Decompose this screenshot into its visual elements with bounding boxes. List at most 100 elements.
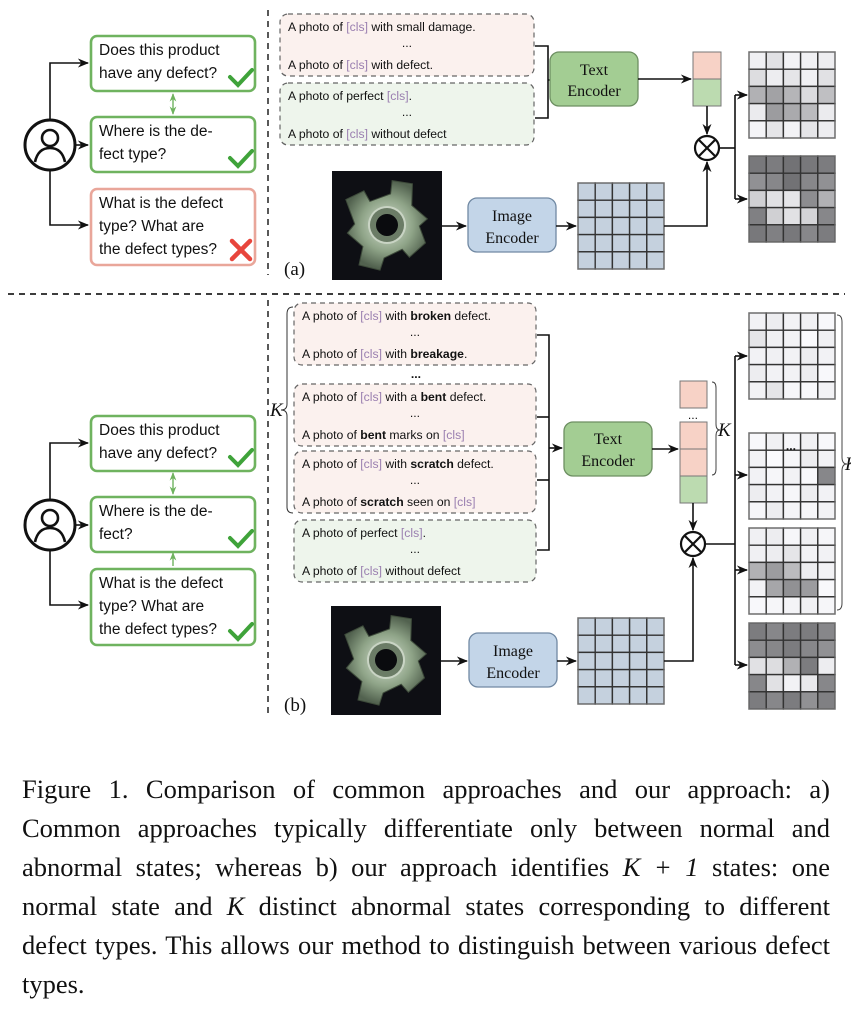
prompt-text: A photo of [cls] without defect [288,127,447,141]
grid-cell [817,329,836,349]
grid-cell [782,172,802,192]
map-ellipsis: ... [786,439,796,453]
check-icon [228,68,254,88]
grid-cell [577,182,596,201]
image-encoder-label-line1: Image [492,208,532,225]
grid-cell [799,85,819,105]
prompt-text: A photo of [cls] with broken defect. [302,309,491,323]
grid-cell [765,527,785,546]
image-encoder-b: Image Encoder [468,632,558,688]
question-box: Where is the de-fect? [89,495,257,554]
grid-cell [748,622,767,641]
text-encoder-b: Text Encoder [563,421,653,477]
grid-cell [799,656,819,676]
grid-cell [611,216,631,236]
grid-cell [782,189,802,209]
grid-cell [611,617,631,636]
text-encoder-label-line1: Text [580,62,609,79]
grid-cell [611,651,631,671]
grid-cell [765,346,785,366]
question-text: type? What are [99,218,204,235]
prompt-ellipsis: ... [410,325,420,339]
grid-cell [611,233,631,253]
grid-cell [628,634,648,654]
grid-cell [748,51,767,70]
question-text: Does this product [99,42,220,59]
grid-cell [646,251,665,270]
grid-cell [799,466,819,486]
grid-cell [817,312,836,331]
caption-figure-label: Figure 1. [22,774,129,804]
grid-cell [782,120,802,139]
text-encoder-label-line1: Text [594,431,623,448]
grid-cell [817,432,836,451]
prompt-ellipsis: ... [410,542,420,556]
grid-cell [799,544,819,564]
grid-cell [799,206,819,226]
grid-cell [799,329,819,349]
grid-cell [611,199,631,219]
check-icon [228,448,254,468]
grid-cell [817,656,836,676]
grid-cell [799,189,819,209]
grid-cell [817,596,836,615]
grid-cell [748,346,767,366]
grid-cell [799,578,819,598]
prompt-text: A photo of scratch seen on [cls] [302,495,475,509]
prompt-bracket [535,45,549,119]
k-symbol-embeddings: K [717,420,732,441]
grid-cell [748,656,767,676]
image-encoder-a: Image Encoder [467,197,557,253]
text-encoder-label-line2: Encoder [567,83,621,100]
image-encoder-label-line2: Encoder [485,230,539,247]
k-brace-maps [836,314,848,611]
grid-cell [782,381,802,400]
question-box: Where is the de-fect type? [89,115,257,174]
grid-cell [799,483,819,503]
grid-cell [748,639,767,659]
grid-cell [782,639,802,659]
grid-cell [594,634,614,654]
grid-cell [748,527,767,546]
grid-cell [748,501,767,520]
grid-cell [646,668,665,688]
grid-cell [611,634,631,654]
k-symbol-maps: K [844,454,851,475]
grid-cell [817,501,836,520]
grid-cell [817,622,836,641]
grid-cell [577,668,596,688]
grid-cell [817,68,836,88]
feature-grid [577,617,665,705]
grid-cell [782,483,802,503]
question-text: type? What are [99,598,204,615]
multiply-operator-icon [679,530,707,558]
grid-cell [817,466,836,486]
grid-cell [765,224,785,243]
question-text: the defect types? [99,621,217,638]
grid-cell [765,483,785,503]
grid-cell [782,206,802,226]
grid-cell [748,596,767,615]
grid-cell [748,483,767,503]
grid-cell [594,216,614,236]
grid-cell [765,673,785,693]
grid-cell [799,691,819,710]
grid-cell [765,656,785,676]
question-text: Does this product [99,422,220,439]
grid-cell [782,501,802,520]
grid-cell [817,346,836,366]
grid-cell [611,182,631,201]
prompt-bracket [537,334,550,551]
grid-cell [765,102,785,122]
grid-cell [628,251,648,270]
text-encoder-label-line2: Encoder [581,453,635,470]
grid-cell [782,68,802,88]
grid-cell [748,329,767,349]
grid-cell [782,85,802,105]
prompt-ellipsis: ... [402,105,412,119]
prompt-text: A photo of [cls] with breakage. [302,347,467,361]
abnormal-prompt-group: A photo of [cls] with a bent defect....A… [293,383,537,447]
grid-cell [799,224,819,243]
grid-cell [628,233,648,253]
